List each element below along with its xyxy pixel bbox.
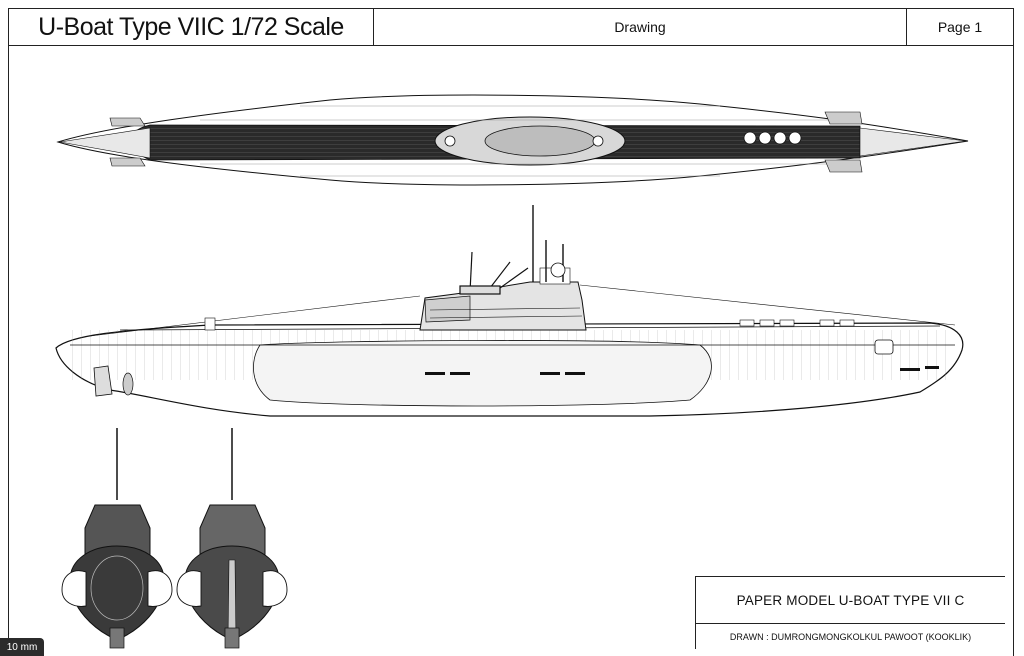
model-name: PAPER MODEL U-BOAT TYPE VII C (696, 577, 1005, 624)
rear-view-saddle-tanks (176, 570, 288, 607)
top-view-bow-planes (109, 117, 146, 167)
section-label: Drawing (374, 9, 907, 45)
side-view-wintergarten (424, 295, 471, 323)
top-view-plating-lines (200, 105, 840, 177)
side-view-jumping-wire-aft (579, 284, 956, 326)
top-view-stern-taper (859, 127, 967, 157)
top-view-stern-planes (824, 111, 863, 173)
rear-view (176, 428, 288, 649)
side-view-flak-guns (459, 251, 529, 295)
side-view-periscopes (532, 205, 564, 282)
top-view-bow-taper (59, 127, 151, 159)
top-view-hatches (444, 131, 802, 147)
side-view-saddle-tank (253, 340, 712, 407)
front-view-keel (109, 627, 125, 649)
side-view-rudder (93, 365, 113, 397)
side-view-emblem (874, 339, 894, 355)
side-view-limber-holes (425, 366, 939, 375)
top-view (56, 94, 969, 186)
page-number: Page 1 (937, 19, 983, 35)
rear-view-keel (224, 627, 240, 649)
side-view-deck-fittings (204, 317, 855, 331)
side-view-direction-finder (550, 262, 566, 278)
front-view-saddle-tanks (61, 570, 173, 607)
side-view-jumping-wire-fwd (89, 295, 421, 337)
front-view-hull-detail (90, 555, 144, 621)
document-title: U-Boat Type VIIC 1/72 Scale (9, 9, 374, 45)
drawn-by: DRAWN : DUMRONGMONGKOLKUL PAWOOT (KOOKLI… (729, 631, 972, 642)
header-bar: U-Boat Type VIIC 1/72 Scale Drawing Page… (9, 9, 1013, 46)
side-view (55, 205, 964, 417)
side-view-propeller (122, 372, 134, 396)
top-view-bridge (484, 125, 596, 157)
title-block: PAPER MODEL U-BOAT TYPE VII C DRAWN : DU… (695, 576, 1005, 649)
scale-badge: 10 mm (0, 638, 44, 656)
front-view (61, 428, 173, 649)
